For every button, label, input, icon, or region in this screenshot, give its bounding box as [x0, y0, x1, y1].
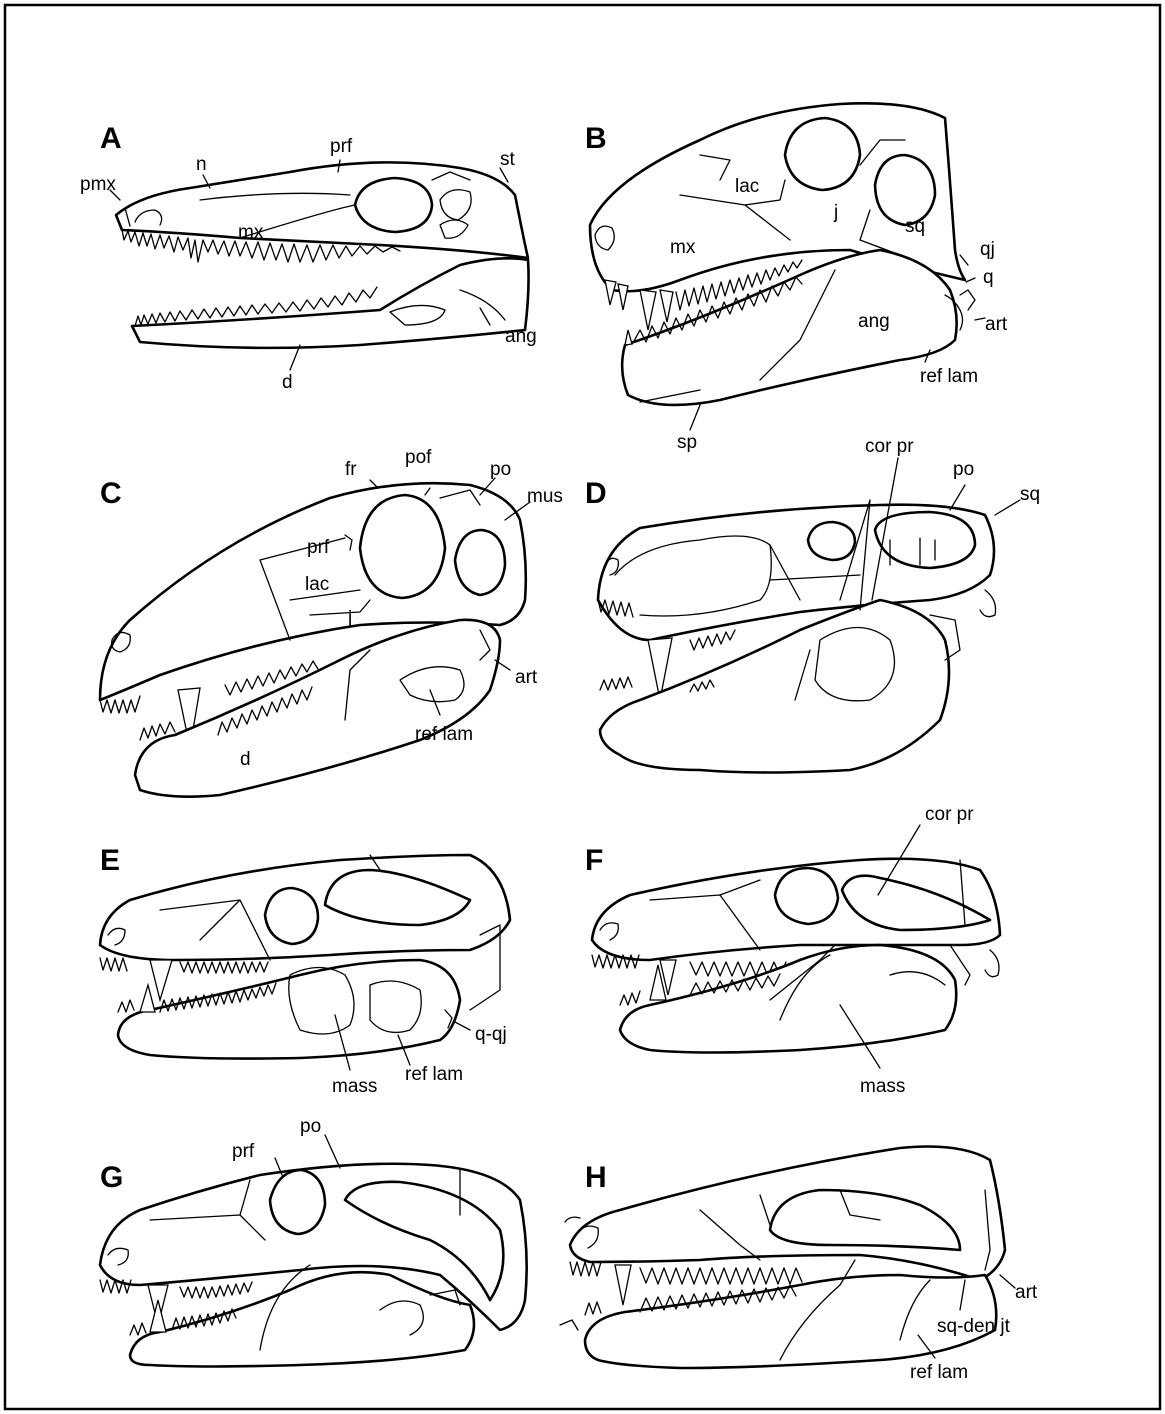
label-h-sq-den-jt: sq-den jt — [937, 1316, 1011, 1337]
label-c-po: po — [490, 459, 511, 480]
label-a-n: n — [196, 154, 207, 175]
label-e-mass: mass — [332, 1076, 377, 1097]
label-b-sp: sp — [677, 432, 697, 453]
panel-letter-e: E — [100, 844, 120, 877]
label-b-mx: mx — [670, 237, 696, 258]
label-h-art: art — [1015, 1282, 1038, 1303]
label-b-sq: sq — [905, 216, 925, 237]
label-b-q: q — [983, 267, 994, 288]
label-c-d: d — [240, 749, 251, 770]
label-h-ref-lam: ref lam — [910, 1362, 968, 1383]
label-d-sq: sq — [1020, 484, 1040, 505]
label-b-lac: lac — [735, 176, 759, 197]
label-a-ang: ang — [505, 326, 537, 347]
label-g-prf: prf — [232, 1141, 255, 1162]
label-b-ang: ang — [858, 311, 890, 332]
label-c-prf: prf — [307, 537, 330, 558]
label-c-mus: mus — [527, 486, 563, 507]
panel-letter-d: D — [585, 477, 607, 510]
label-a-d: d — [282, 372, 293, 393]
label-f-cor-pr: cor pr — [925, 804, 974, 825]
label-c-ref-lam: ref lam — [415, 724, 473, 745]
label-d-po: po — [953, 459, 974, 480]
label-a-mx: mx — [238, 222, 264, 243]
label-b-ref-lam: ref lam — [920, 366, 978, 387]
label-b-art: art — [985, 314, 1008, 335]
label-e-ref-lam: ref lam — [405, 1064, 463, 1085]
panel-letter-b: B — [585, 122, 607, 155]
label-a-st: st — [500, 149, 516, 170]
panel-letter-h: H — [585, 1161, 607, 1194]
label-e-q-qj: q-qj — [475, 1024, 507, 1045]
panel-letter-c: C — [100, 477, 122, 510]
label-d-cor-pr: cor pr — [865, 436, 914, 457]
label-c-lac: lac — [305, 574, 329, 595]
label-f-mass: mass — [860, 1076, 905, 1097]
label-c-j: j — [347, 608, 352, 629]
label-c-fr: fr — [345, 459, 357, 480]
panel-letter-a: A — [100, 122, 122, 155]
panel-letter-f: F — [585, 844, 603, 877]
label-g-po: po — [300, 1116, 321, 1137]
label-c-art: art — [515, 667, 538, 688]
panel-letter-g: G — [100, 1161, 123, 1194]
label-a-prf: prf — [330, 136, 353, 157]
label-c-pof: pof — [405, 447, 432, 468]
label-b-j: j — [833, 202, 838, 223]
label-a-pmx: pmx — [80, 174, 116, 195]
label-b-qj: qj — [980, 239, 995, 260]
